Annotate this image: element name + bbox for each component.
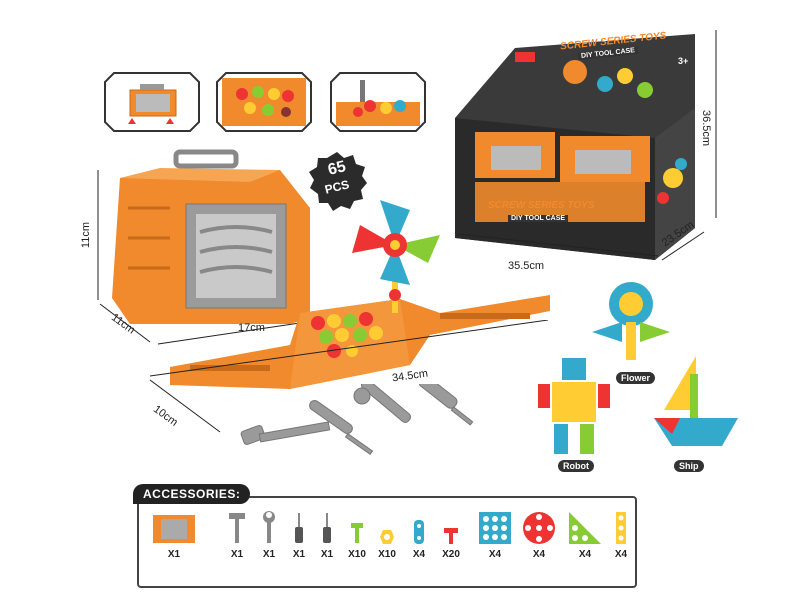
accessory-qty: X1 [230, 549, 244, 560]
box-dimension-lines [457, 30, 717, 261]
wrench-icon [263, 511, 275, 543]
accessory-hammer: X1 [217, 508, 257, 560]
flower-label: Flower [616, 372, 656, 384]
accessory-connector: X4 [399, 508, 439, 560]
robot-model [538, 358, 610, 454]
accessory-square-plate: X4 [475, 508, 515, 560]
peg-icon [444, 528, 458, 544]
accessory-screwdriver-cross: X1 [307, 508, 347, 560]
box-subtitle-front: DIY TOOL CASE [508, 215, 569, 222]
board-dimension-lines [149, 320, 549, 433]
flower-model [592, 282, 670, 360]
accessory-screwdriver-flat: X1 [279, 508, 319, 560]
pieces-count-badge [309, 152, 367, 211]
box-age-label: 3+ [678, 56, 689, 66]
closed-tool-case [112, 149, 310, 324]
strip-icon [616, 512, 626, 544]
nut-icon [380, 530, 394, 544]
connector-icon [414, 520, 424, 544]
ship-model [654, 356, 738, 446]
accessory-qty: X1 [320, 549, 334, 560]
accessory-qty: X4 [488, 549, 502, 560]
screwdriver-icon [295, 513, 303, 543]
tools-set [240, 384, 474, 455]
box-width-label: 35.5cm [508, 260, 545, 272]
step-1-thumbnail [104, 72, 200, 132]
accessory-qty: X4 [412, 549, 426, 560]
accessory-round-plate: X4 [519, 508, 559, 560]
accessory-qty: X20 [442, 549, 460, 560]
accessory-qty: X10 [378, 549, 396, 560]
case-width-label: 17cm [238, 322, 265, 334]
accessory-qty: X1 [292, 549, 306, 560]
step-3-thumbnail [330, 72, 426, 132]
box-brand-front: SCREW SERIES TOYS [488, 200, 595, 211]
screw-icon [351, 523, 363, 543]
accessories-panel: X1 X1 X1 X1 X1 X10 X10 [137, 496, 637, 588]
accessory-wrench: X1 [249, 508, 289, 560]
hammer-icon [229, 513, 245, 543]
square-plate-icon [479, 512, 511, 544]
opened-play-board [170, 200, 550, 389]
box-height-label: 36.5cm [700, 110, 712, 147]
triangle-plate-icon [569, 512, 601, 544]
screwdriver-icon [323, 513, 331, 543]
step-2-thumbnail [216, 72, 312, 132]
accessory-case: X1 [149, 508, 199, 560]
accessory-t-peg: X20 [431, 508, 471, 560]
ship-label: Ship [674, 460, 704, 472]
accessories-heading: ACCESSORIES: [133, 484, 251, 504]
packaging-box [455, 34, 695, 260]
case-height-label: 11cm [80, 222, 92, 249]
accessory-nut: X10 [367, 508, 407, 560]
accessory-qty: X4 [578, 549, 592, 560]
accessory-qty: X4 [614, 549, 628, 560]
robot-label: Robot [558, 460, 594, 472]
accessory-qty: X10 [348, 549, 366, 560]
case-dimension-lines [97, 170, 321, 345]
accessory-triangle-plate: X4 [565, 508, 605, 560]
accessory-strip: X4 [601, 508, 641, 560]
accessory-qty: X1 [262, 549, 276, 560]
accessory-qty: X1 [167, 549, 181, 560]
round-plate-icon [523, 512, 555, 544]
case-icon [153, 515, 195, 543]
accessory-qty: X4 [532, 549, 546, 560]
accessory-screw: X10 [337, 508, 377, 560]
